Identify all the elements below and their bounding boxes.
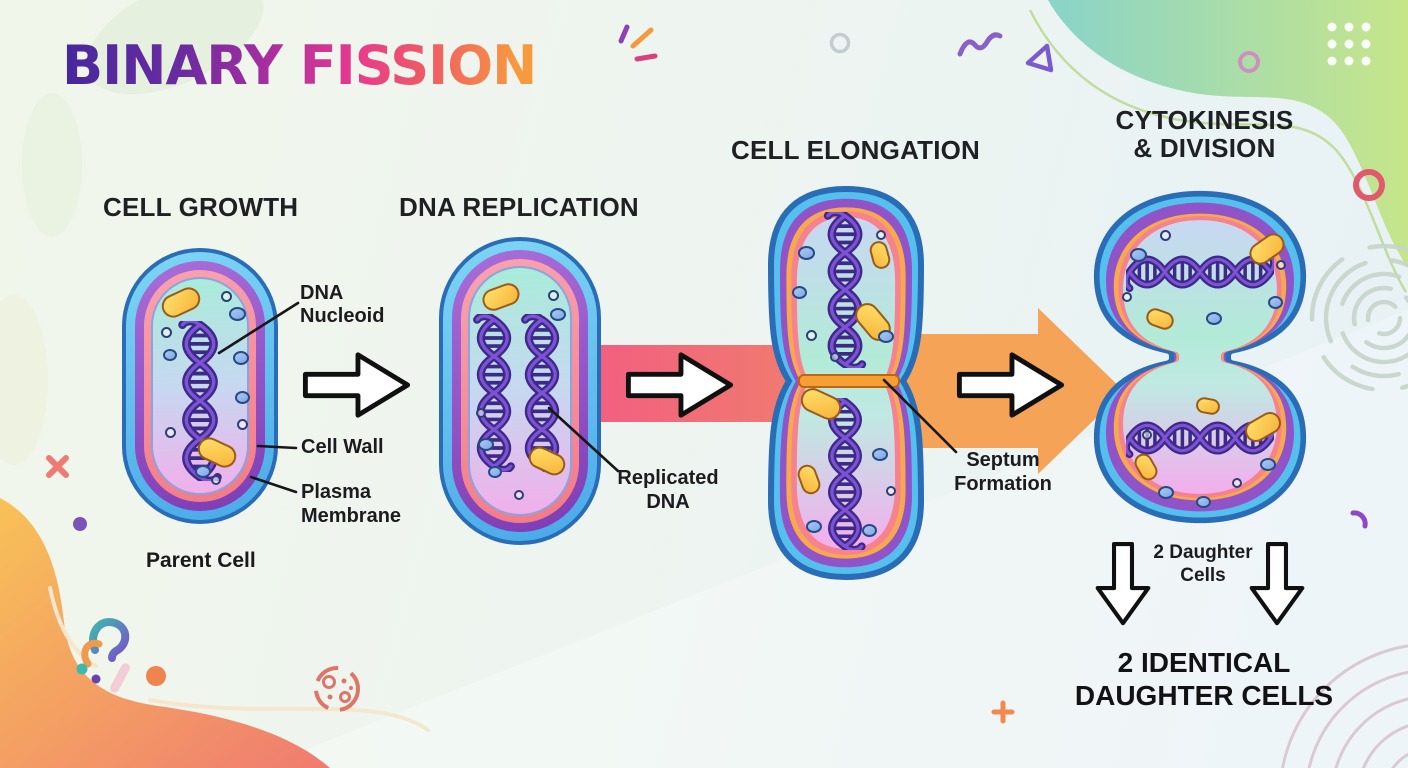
page-title: BINARY FISSION [62, 34, 537, 97]
organelle-dot [876, 230, 886, 240]
faint-bean-shape [0, 295, 48, 465]
arrow-down-icon [1249, 541, 1305, 626]
plus-icon [991, 700, 1015, 724]
microbe-doodle-icon [314, 666, 360, 712]
orange-blob-icon [0, 498, 330, 768]
organelle-dot [886, 486, 896, 496]
label-cell-wall: Cell Wall [301, 436, 384, 458]
label-daughter-cells: 2 Daughter Cells [1153, 542, 1253, 586]
organelle-dot [1276, 260, 1286, 270]
label-replicated-dna: Replicated DNA [617, 467, 719, 513]
organelle-dot [237, 419, 248, 430]
faint-bean-shape [22, 93, 82, 237]
organelle-dot [476, 408, 486, 418]
arrow-right-icon [956, 352, 1065, 418]
cream-outline-curve [148, 698, 430, 732]
arrow-right-icon [625, 352, 734, 418]
fingerprint-icon [1309, 243, 1408, 393]
green-blob-icon [1048, 0, 1408, 268]
label-septum-formation: Septum Formation [954, 449, 1052, 495]
organelle-oval [872, 448, 888, 461]
organelle-oval [550, 308, 566, 321]
organelle-dot [1160, 230, 1171, 241]
organelle-oval [878, 330, 894, 343]
organelle-oval [163, 349, 177, 361]
organelle-oval [1268, 296, 1283, 309]
septum-bar [798, 374, 900, 388]
organelle-oval [229, 307, 246, 321]
organelle-dot [1122, 292, 1132, 302]
label-plasma-membrane: Plasma Membrane [301, 481, 402, 527]
organelle-oval [1260, 458, 1276, 471]
stage-heading-cell-elongation: CELL ELONGATION [731, 135, 981, 165]
sparkle-icon [618, 24, 658, 62]
circle-ring-red-icon [1353, 169, 1385, 201]
organelle-oval [862, 524, 877, 537]
organelle-dot [1232, 478, 1242, 488]
organelle-oval [792, 286, 807, 299]
organelle-dot [161, 327, 172, 338]
circle-ring-mauve-icon [1238, 51, 1260, 73]
caption-parent-cell: Parent Cell [146, 549, 256, 572]
organelle-oval [478, 438, 494, 451]
organelle-oval [488, 466, 502, 478]
faint-bean-shape [86, 0, 264, 95]
organelle-dot [548, 290, 559, 301]
triangle-outline-icon [1025, 43, 1054, 73]
result-text: 2 IDENTICAL DAUGHTER CELLS [1074, 647, 1334, 711]
dna-helix [822, 212, 868, 368]
crescent-icon [1350, 510, 1368, 529]
organelle-dot [514, 490, 524, 500]
dna-helix [822, 398, 868, 550]
stage-heading-cell-growth: CELL GROWTH [103, 192, 299, 222]
circle-ring-gray-icon [829, 32, 851, 54]
green-blob-outline [1028, 9, 1408, 293]
organelle-oval [1206, 312, 1222, 325]
organelle-dot [211, 475, 221, 485]
organelle-dot [165, 427, 176, 438]
question-marks-icon [76, 618, 166, 693]
organelle-oval [235, 391, 250, 404]
stage-heading-dna-replication: DNA REPLICATION [399, 192, 639, 222]
label-dna-nucleoid: DNA Nucleoid [300, 282, 385, 327]
organelle-dot [221, 291, 232, 302]
arrow-right-icon [302, 352, 411, 418]
squiggle-icon [957, 32, 1003, 57]
organelle-oval [1158, 486, 1174, 499]
arrow-down-icon [1095, 541, 1151, 626]
dots-grid-icon [1327, 22, 1371, 66]
organelle-dot [1142, 430, 1152, 440]
organelle-oval [806, 520, 822, 533]
dividing-cell [1078, 188, 1322, 526]
cross-icon [46, 455, 69, 478]
stage-heading-cytokinesis-division: CYTOKINESIS & DIVISION [1115, 105, 1294, 163]
organelle-oval [1130, 248, 1147, 262]
purple-dot-icon [73, 517, 87, 531]
organelle-oval [195, 465, 211, 478]
organelle-dot [806, 330, 817, 341]
organelle-dot [830, 352, 840, 362]
organelle-oval [233, 351, 249, 365]
organelle-oval [1196, 496, 1211, 508]
organelle-oval [798, 246, 815, 260]
